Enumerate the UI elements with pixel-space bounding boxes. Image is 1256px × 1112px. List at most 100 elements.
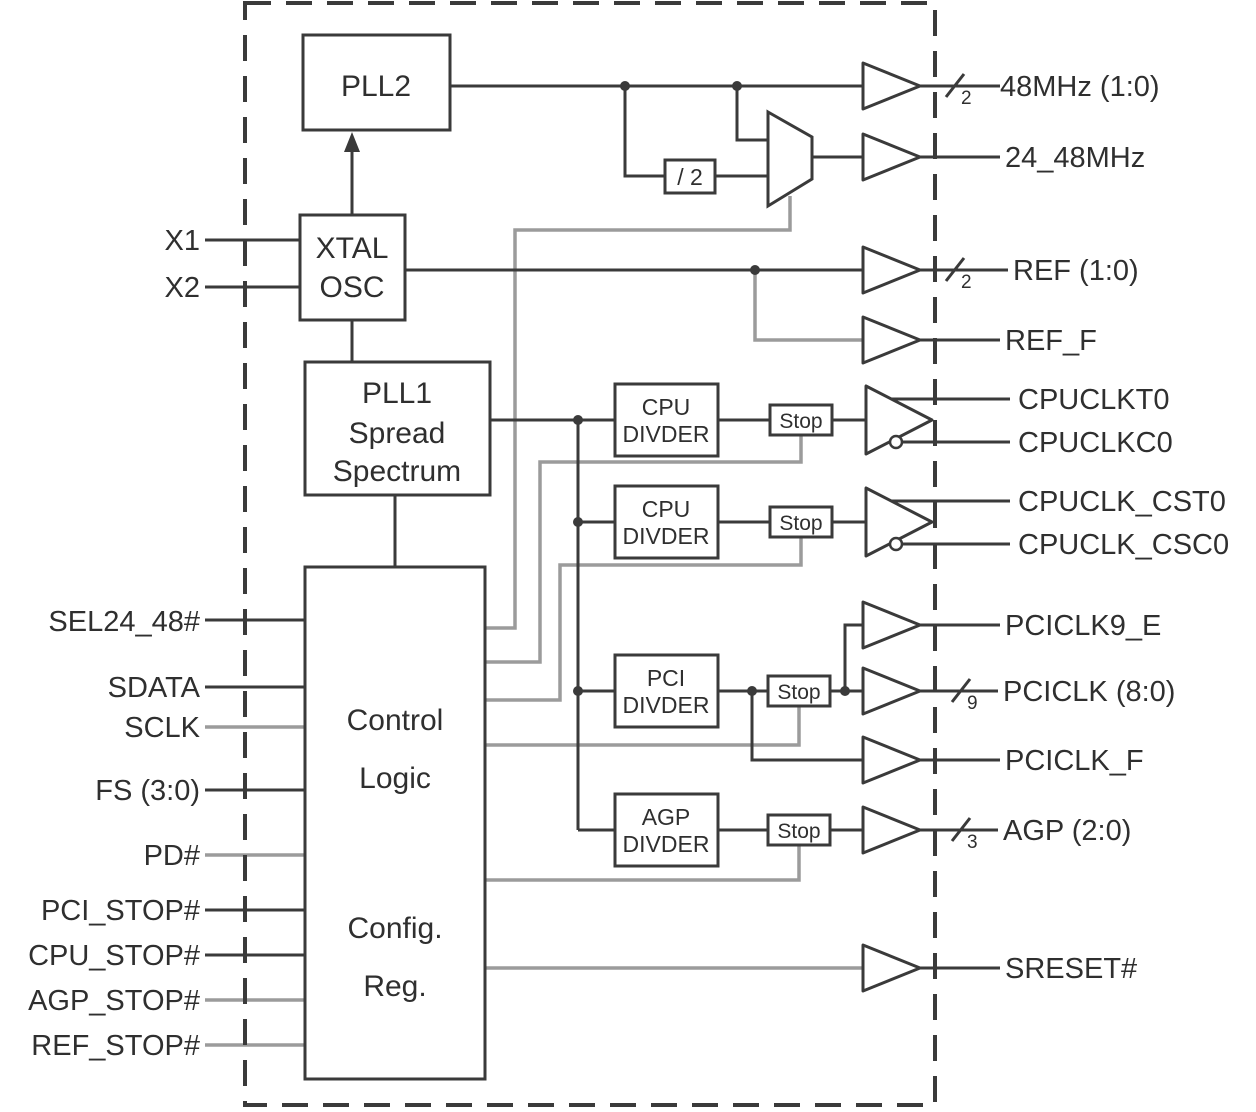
input-label-sclk: SCLK <box>124 712 200 744</box>
buffer-pciclk <box>861 666 922 716</box>
junction-dot <box>732 81 742 91</box>
pll1-label-line1: PLL1 <box>362 377 432 410</box>
pll2-block <box>301 33 452 132</box>
output-label-sreset: SRESET# <box>1005 953 1137 985</box>
control-label-line2: Logic <box>359 762 431 795</box>
pll2-label: PLL2 <box>341 70 411 103</box>
xtal-osc-block <box>298 213 407 322</box>
junction-dots <box>573 81 850 696</box>
output-label-cpuclkt0: CPUCLKT0 <box>1018 384 1170 416</box>
cpu-divider2-block <box>613 484 720 560</box>
stop3-label: Stop <box>777 681 820 704</box>
output-label-cpuclk-cst0: CPUCLK_CST0 <box>1018 486 1226 518</box>
cpu-divider1-block <box>613 382 720 458</box>
input-label-agp-stop: AGP_STOP# <box>28 985 200 1017</box>
junction-dot <box>573 517 583 527</box>
input-label-fs: FS (3:0) <box>95 775 200 807</box>
buffer-ref-f <box>861 315 922 365</box>
stop2-block <box>768 505 834 539</box>
input-label-ref-stop: REF_STOP# <box>31 1030 200 1062</box>
chip-boundary <box>243 1 937 1107</box>
buffer-sreset <box>861 943 922 993</box>
agp-divider-label-line2: DIVDER <box>623 831 710 857</box>
bus-width-pciclk: 9 <box>967 693 978 714</box>
cpu-divider1-label-line1: CPU <box>642 394 691 420</box>
stop4-label: Stop <box>777 820 820 843</box>
output-label-48mhz: 48MHz (1:0) <box>1000 71 1160 103</box>
wire-mux-select <box>485 196 792 630</box>
output-label-cpuclkc0: CPUCLKC0 <box>1018 427 1173 459</box>
buffer-agp <box>861 805 922 855</box>
output-label-pciclk9e: PCICLK9_E <box>1005 610 1161 642</box>
output-label-pciclk: PCICLK (8:0) <box>1003 676 1175 708</box>
cpu-divider1-label-line2: DIVDER <box>623 421 710 447</box>
output-buffers <box>861 61 934 993</box>
junction-dot <box>620 81 630 91</box>
buffer-pciclk-f <box>861 735 922 785</box>
bus-width-ref: 2 <box>961 272 972 293</box>
output-label-24-48mhz: 24_48MHz <box>1005 142 1145 174</box>
xtal-label-line1: XTAL <box>316 232 389 265</box>
input-label-pd: PD# <box>144 840 200 872</box>
input-label-x1: X1 <box>165 225 200 257</box>
control-label-line3: Config. <box>347 912 442 945</box>
input-label-sel24-48: SEL24_48# <box>48 606 200 638</box>
xtal-label-line2: OSC <box>319 271 384 304</box>
agp-divider-label-line1: AGP <box>642 804 691 830</box>
stop3-block <box>766 674 832 708</box>
bus-slash-ref <box>944 257 966 282</box>
stop1-label: Stop <box>779 410 822 433</box>
bus-slash-agp <box>950 817 972 842</box>
stop1-block <box>768 403 834 437</box>
junction-dot <box>840 686 850 696</box>
wire-pciclk-f-branch <box>750 691 863 762</box>
blocks <box>298 33 834 1081</box>
buffer-24-48mhz <box>861 132 922 182</box>
bus-slash-pciclk <box>950 678 972 703</box>
pll1-label-line2: Spread <box>349 417 446 450</box>
clock-wires <box>205 73 1010 970</box>
pll1-block <box>303 360 492 497</box>
junction-dot <box>573 686 583 696</box>
junction-dot <box>750 265 760 275</box>
buffer-ref <box>861 245 922 295</box>
output-label-ref-f: REF_F <box>1005 325 1097 357</box>
output-label-cpuclk-csc0: CPUCLK_CSC0 <box>1018 529 1229 561</box>
output-label-ref: REF (1:0) <box>1013 255 1139 287</box>
wire-ref-f-branch <box>753 270 866 342</box>
cpu-divider2-label-line2: DIVDER <box>623 523 710 549</box>
cpu-divider2-label-line1: CPU <box>642 496 691 522</box>
input-label-x2: X2 <box>165 272 200 304</box>
wire-cpu-stop2-control <box>485 537 803 702</box>
pci-divider-block <box>613 653 720 729</box>
divide-by-2-label: / 2 <box>677 164 703 190</box>
stop4-block <box>766 813 832 847</box>
input-label-sdata: SDATA <box>108 672 201 704</box>
input-label-cpu-stop: CPU_STOP# <box>28 940 200 972</box>
wire-pci-stop-control <box>485 706 801 747</box>
wire-pciclk9e-branch <box>843 623 863 691</box>
wire-agp-stop-control <box>485 845 801 882</box>
buffer-48mhz <box>861 61 922 111</box>
agp-divider-block <box>613 792 720 868</box>
bus-width-agp: 3 <box>967 832 978 853</box>
output-label-pciclk-f: PCICLK_F <box>1005 745 1144 777</box>
arrowhead-up <box>344 132 360 152</box>
pci-divider-label-line2: DIVDER <box>623 692 710 718</box>
buffer-pciclk9e <box>861 600 922 650</box>
wire-to-div2 <box>623 86 665 178</box>
junction-dot <box>747 686 757 696</box>
bus-slash-48mhz <box>944 73 966 98</box>
junction-dot <box>573 415 583 425</box>
bus-width-48mhz: 2 <box>961 88 972 109</box>
control-logic-block <box>303 565 487 1081</box>
mux-shape <box>766 109 814 209</box>
control-label-line1: Control <box>347 704 444 737</box>
wire-cpu-stop1-control <box>485 435 803 664</box>
divide-by-2-block <box>663 158 717 195</box>
stop2-label: Stop <box>779 512 822 535</box>
control-label-line4: Reg. <box>363 970 426 1003</box>
control-wires <box>205 196 866 1047</box>
